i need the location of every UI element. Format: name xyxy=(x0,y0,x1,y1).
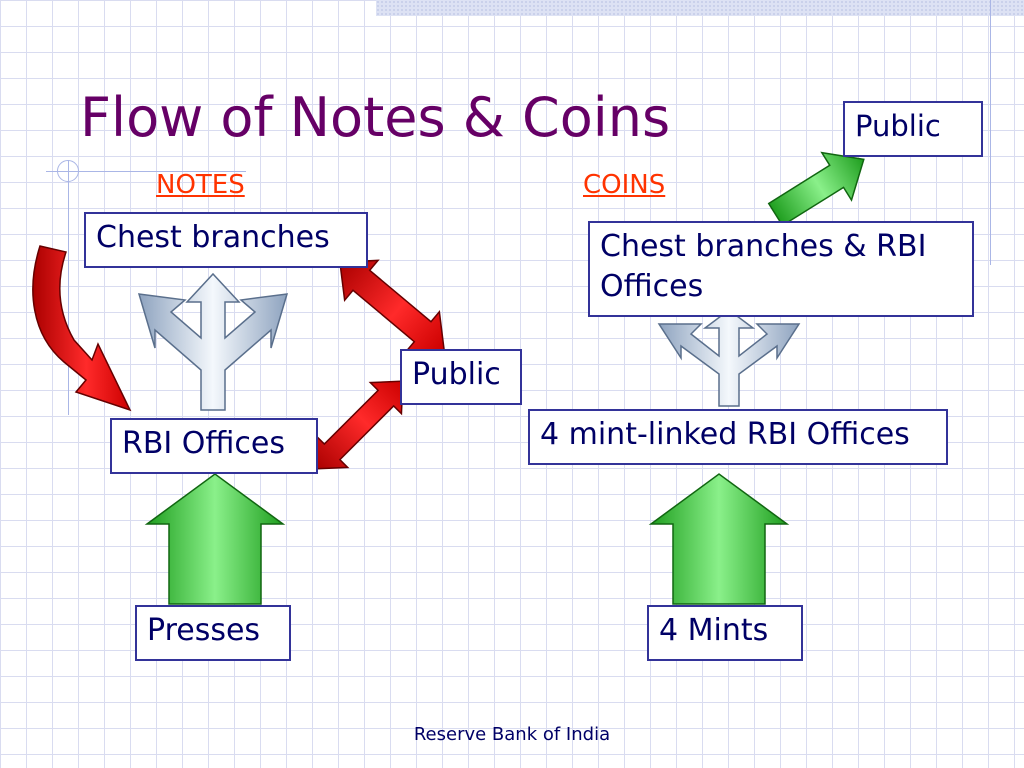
green-up-arrow-icon xyxy=(144,473,286,605)
notes-rbi-offices-box: RBI Offices xyxy=(110,418,318,474)
notes-rbi-offices-label: RBI Offices xyxy=(122,426,286,461)
coins-public-label: Public xyxy=(855,109,941,143)
split-silver-arrow-icon xyxy=(137,272,289,411)
green-up-arrow-icon xyxy=(767,151,865,227)
notes-presses-box: Presses xyxy=(135,605,291,661)
coins-chest-branches-rbi-label: Chest branches & RBI Offices xyxy=(600,229,927,304)
coins-mints-label: 4 Mints xyxy=(659,613,769,648)
top-band xyxy=(376,0,1024,16)
right-decor-line xyxy=(990,0,991,265)
green-up-arrow-icon xyxy=(648,473,790,605)
notes-chest-branches-label: Chest branches xyxy=(96,220,330,255)
notes-public-label: Public xyxy=(412,357,501,392)
notes-presses-label: Presses xyxy=(147,613,261,648)
left-decor-circle xyxy=(57,160,79,182)
notes-label: NOTES xyxy=(156,170,245,200)
notes-public-box: Public xyxy=(400,349,522,405)
split-silver-arrow-icon xyxy=(657,309,801,407)
notes-chest-branches-box: Chest branches xyxy=(84,212,368,268)
left-decor-hline xyxy=(46,171,246,172)
left-decor-vline xyxy=(68,160,69,415)
page-title: Flow of Notes & Coins xyxy=(80,86,671,149)
coins-mints-box: 4 Mints xyxy=(647,605,803,661)
coins-mint-linked-offices-box: 4 mint-linked RBI Offices xyxy=(528,409,948,465)
coins-chest-branches-rbi-box: Chest branches & RBI Offices xyxy=(588,221,974,317)
coins-public-box: Public xyxy=(843,101,983,157)
curved-red-arrow-icon xyxy=(32,245,132,412)
coins-mint-linked-offices-label: 4 mint-linked RBI Offices xyxy=(540,417,910,452)
coins-label: COINS xyxy=(583,170,666,200)
footer-text: Reserve Bank of India xyxy=(413,724,611,745)
